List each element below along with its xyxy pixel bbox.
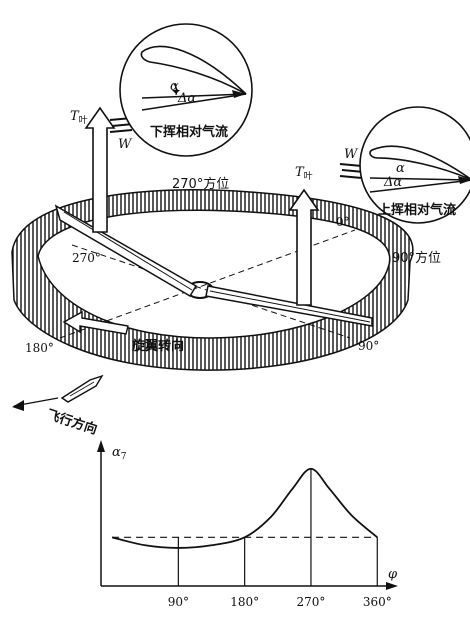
flight-arrow [12,374,104,411]
wind-label-270: W [118,137,133,152]
azimuth-180: 180° [25,341,54,355]
rotation-label: 旋翼转向 [131,338,184,354]
delta-alpha-270: Δα [177,91,196,106]
azimuth-0: 0° [336,215,350,229]
position-label-90: 90°方位 [392,250,441,266]
callout-90-label: 上挥相对气流 [378,202,456,218]
tick-guides [177,468,378,586]
callout-90: α Δα 上挥相对气流 [359,106,470,224]
azimuth-90: 90° [358,339,379,353]
x-tick-label: 270° [297,595,326,609]
callout-270: α Δα 下挥相对气流 [119,23,253,157]
alpha-symbol-270: α [170,79,179,94]
alpha-vs-azimuth-chart: α7 φ 90° 180° 270° 360° [97,440,398,609]
callout-270-label: 下挥相对气流 [150,124,228,140]
x-axis-label: φ [388,567,398,582]
x-axis-arrow [386,582,398,590]
alpha-symbol-90: α [396,161,405,176]
flight-label: 飞行方向 [45,407,99,438]
airfoil-90 [369,145,470,181]
x-tick-label: 90° [168,595,189,609]
x-tick-label: 360° [363,595,392,609]
x-tick-labels: 90° 180° 270° 360° [168,595,392,609]
axis-90-270 [71,244,351,339]
thrust-arrow-270 [84,106,116,233]
rotation-arrow [62,310,129,335]
azimuth-270: 270° [72,251,101,265]
position-label-270: 270°方位 [172,176,229,192]
y-axis-arrow [97,440,105,452]
thrust-label-90: T叶 [295,165,313,182]
rotor-disk [11,189,414,371]
thrust-arrow-90 [288,188,320,306]
airfoil-270 [140,45,247,95]
y-axis-label: α7 [112,445,127,462]
wind-label-90: W [344,147,359,162]
thrust-label-270: T叶 [70,109,88,126]
alpha-curve [111,467,378,549]
x-tick-label: 180° [230,595,259,609]
delta-alpha-90: Δα [383,175,402,190]
